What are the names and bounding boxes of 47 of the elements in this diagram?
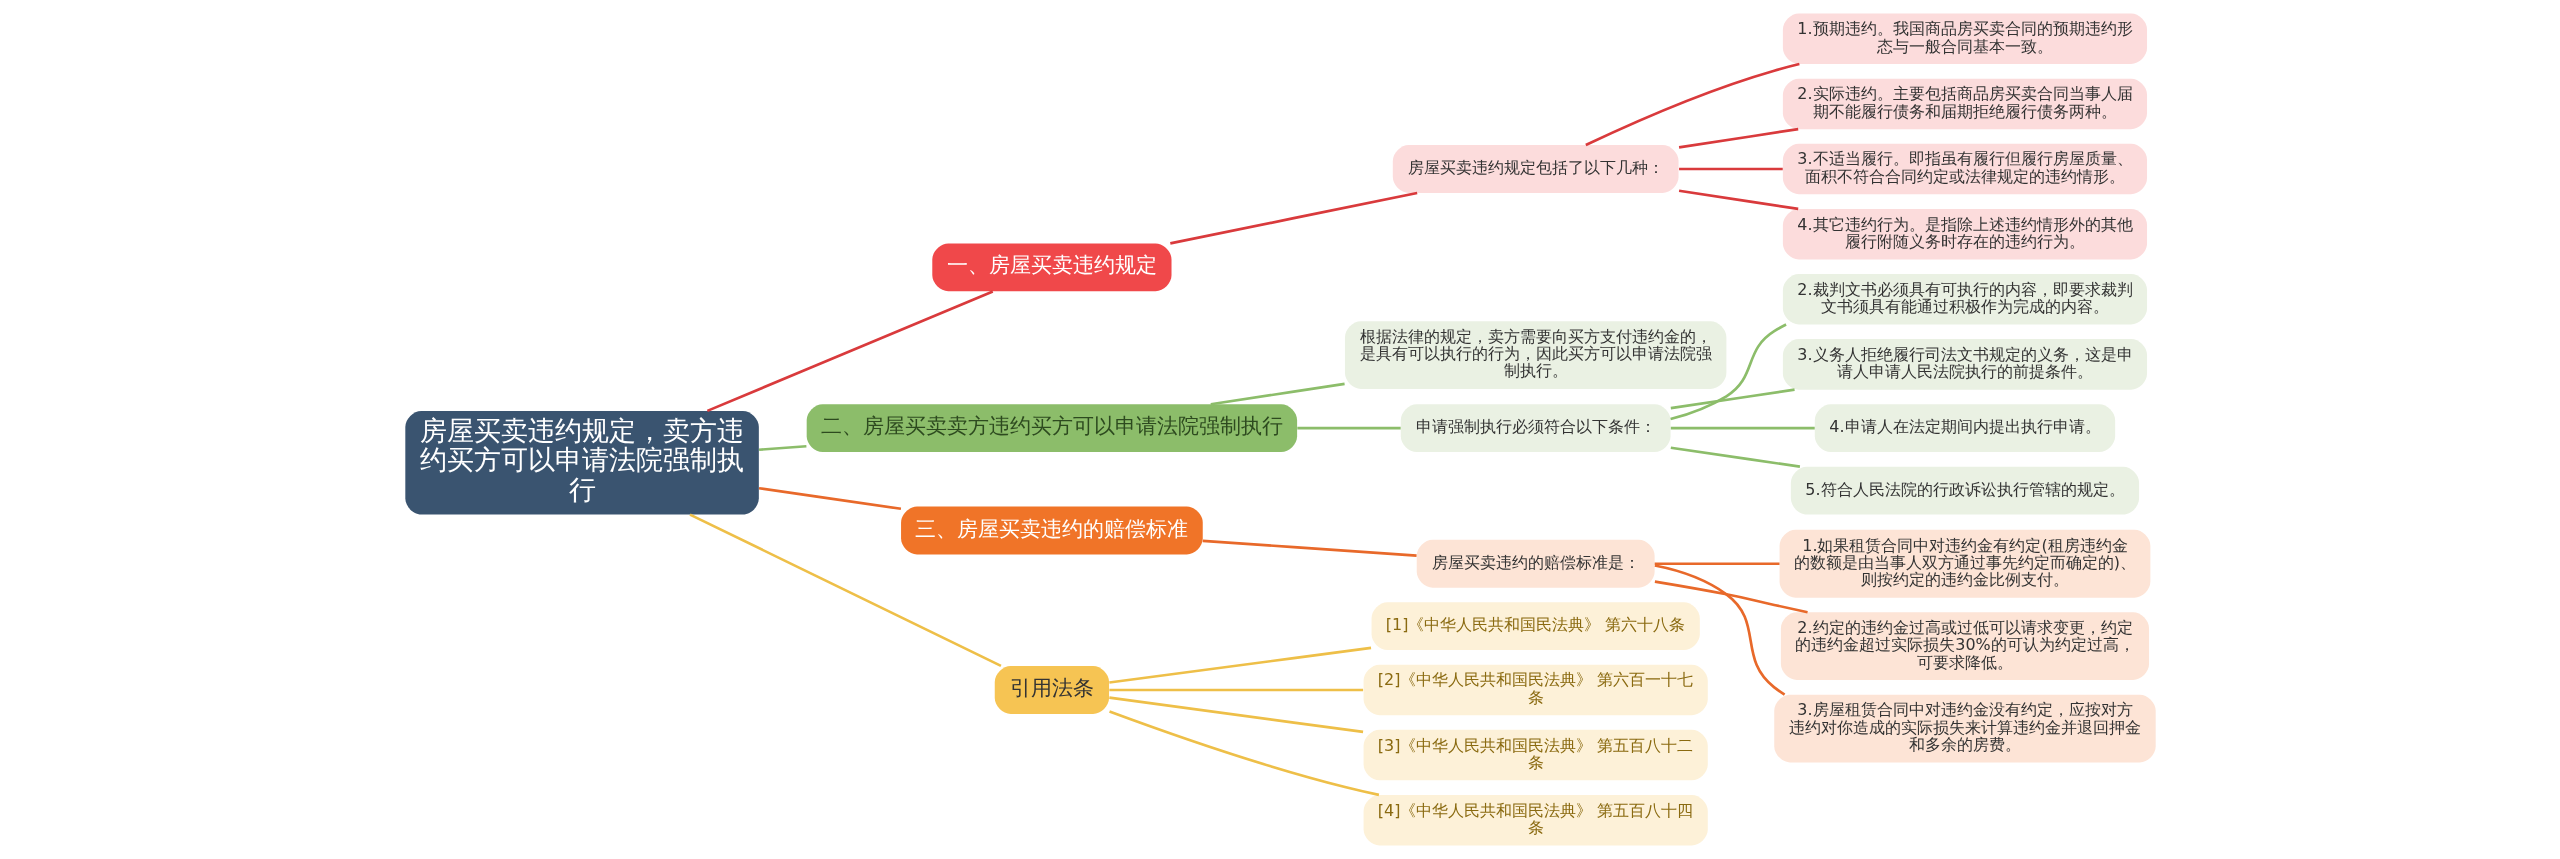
node-box: 3.不适当履行。即指虽有履行但履行房屋质量、面积不符合合同约定或法律规定的违约情形。 xyxy=(1782,143,2147,195)
node-box: [3]《中华人民共和国民法典》 第五百八十二条 xyxy=(1363,729,1708,781)
node-box: 房屋买卖违约规定，卖方违约买方可以申请法院强制执行 xyxy=(404,410,759,515)
node-box: 引用法条 xyxy=(994,666,1109,714)
connector xyxy=(1202,539,1417,557)
connector xyxy=(1678,167,1783,171)
connector xyxy=(688,513,1002,668)
connector xyxy=(706,290,993,413)
node-box: 2.裁判文书必须具有可执行的内容，即要求裁判文书须具有能通过积极作为完成的内容。 xyxy=(1782,274,2147,325)
connector xyxy=(1654,580,1808,614)
node-box: 一、房屋买卖违约规定 xyxy=(931,243,1171,292)
node-box: 4.其它违约行为。是指除上述违约情形外的其他履行附随义务时存在的违约行为。 xyxy=(1782,208,2147,260)
connector xyxy=(1670,446,1800,468)
connector xyxy=(1678,189,1798,211)
node-box: 1.预期违约。我国商品房买卖合同的预期违约形态与一般合同基本一致。 xyxy=(1782,13,2147,64)
node-box: 三、房屋买卖违约的赔偿标准 xyxy=(900,506,1203,555)
connector xyxy=(1584,62,1800,147)
node-box: 房屋买卖违约的赔偿标准是： xyxy=(1416,539,1655,588)
connector xyxy=(1670,426,1815,430)
node-box: 1.如果租赁合同中对违约金有约定(租房违约金的数额是由当事人双方通过事先约定而确定的)、则按约定的违约金比例支付。 xyxy=(1779,529,2150,598)
connector xyxy=(1108,710,1379,797)
node-box: 根据法律的规定，卖方需要向买方支付违约金的，是具有可以执行的行为，因此买方可以申请法院强制执行。 xyxy=(1344,321,1726,389)
node-box: 5.符合人民法院的行政诉讼执行管辖的规定。 xyxy=(1790,466,2139,515)
node-box: 3.义务人拒绝履行司法文书规定的义务，这是申请人申请人民法院执行的前提条件。 xyxy=(1782,339,2147,390)
node-box: 2.约定的违约金过高或过低可以请求变更，约定的违约金超过实际损失30%的可认为约定过高，可要求降低。 xyxy=(1780,612,2149,681)
connector xyxy=(1169,191,1417,245)
connector xyxy=(758,486,901,511)
node-box: 2.实际违约。主要包括商品房买卖合同当事人届期不能履行债务和届期拒绝履行债务两种。 xyxy=(1782,78,2147,130)
connector xyxy=(1108,646,1371,684)
connector xyxy=(1654,562,1779,566)
node-box: 3.房屋租赁合同中对违约金没有约定，应按对方违约对你造成的实际损失来计算违约金并退回押金和多余的房费。 xyxy=(1773,694,2156,763)
connector xyxy=(1108,696,1363,734)
node-box: 二、房屋买卖卖方违约买方可以申请法院强制执行 xyxy=(806,404,1297,453)
node-box: [4]《中华人民共和国民法典》 第五百八十四条 xyxy=(1363,795,1708,846)
node-box: 房屋买卖违约规定包括了以下几种： xyxy=(1392,145,1679,193)
connector xyxy=(1296,426,1401,430)
connector xyxy=(758,444,806,452)
connector xyxy=(1670,388,1795,410)
node-box: 申请强制执行必须符合以下条件： xyxy=(1400,404,1671,453)
node-box: [1]《中华人民共和国民法典》 第六十八条 xyxy=(1371,602,1700,651)
connector xyxy=(1678,127,1798,149)
node-box: 4.申请人在法定期间内提出执行申请。 xyxy=(1814,404,2115,453)
connector xyxy=(1210,382,1345,406)
connector xyxy=(1654,564,1785,696)
connector xyxy=(1669,323,1787,421)
node-box: [2]《中华人民共和国民法典》 第六百一十七条 xyxy=(1363,664,1708,716)
connector xyxy=(1108,688,1363,692)
